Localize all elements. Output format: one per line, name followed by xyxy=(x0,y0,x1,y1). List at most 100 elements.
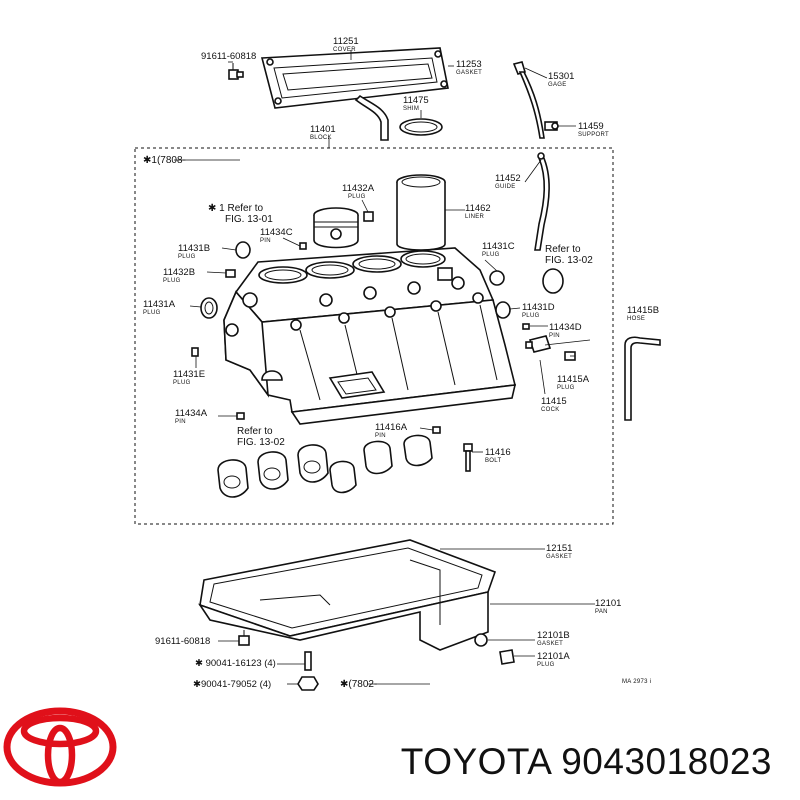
drain-plug xyxy=(499,649,515,665)
label-12101: 12101 xyxy=(595,598,621,609)
ref-note-fig-1302-bottom-line2: FIG. 13-02 xyxy=(237,437,285,448)
dipstick-guide xyxy=(534,154,550,251)
logo-vertical-ring xyxy=(44,724,76,786)
label-11431d: 11431D xyxy=(522,302,555,313)
plug-11431b xyxy=(235,241,251,259)
svg-text:HOSE: HOSE xyxy=(627,316,645,322)
svg-text:COVER: COVER xyxy=(333,47,356,53)
svg-text:GASKET: GASKET xyxy=(546,554,572,560)
svg-text:GAGE: GAGE xyxy=(548,82,567,88)
label-11431a: 11431A xyxy=(143,299,176,310)
svg-text:PLUG: PLUG xyxy=(522,313,540,319)
fig-1302-plug xyxy=(542,268,564,294)
svg-text:PLUG: PLUG xyxy=(163,278,181,284)
svg-text:PLUG: PLUG xyxy=(173,380,191,386)
svg-text:PLUG: PLUG xyxy=(348,194,366,200)
label-11462: 11462 xyxy=(465,203,491,214)
plug-11431e xyxy=(191,347,199,357)
plug-11431c xyxy=(489,270,505,286)
ref-note-fig-1301-line1: ✱ 1 Refer to xyxy=(208,203,264,214)
drain-cock xyxy=(525,335,552,353)
label-11251: 11251 xyxy=(333,36,359,47)
svg-text:PLUG: PLUG xyxy=(537,662,555,668)
label-11415: 11415 xyxy=(541,396,567,407)
piston xyxy=(313,207,359,249)
label-11432b: 11432B xyxy=(163,267,195,278)
ref-note-fig-1302-right-line1: Refer to xyxy=(545,244,581,255)
label-11432a: 11432A xyxy=(342,183,375,194)
label-90041-79052: ✱90041-79052 (4) xyxy=(193,679,271,690)
pin-11434c xyxy=(299,242,307,250)
label-11415a: 11415A xyxy=(557,374,590,385)
label-11431c: 11431C xyxy=(482,241,515,252)
box-label: ✱1(7808- xyxy=(143,155,186,166)
part-labels: 91611-60818 11251 COVER 11253 GASKET 153… xyxy=(143,36,659,690)
label-11431e: 11431E xyxy=(173,369,205,380)
svg-text:GASKET: GASKET xyxy=(456,70,482,76)
svg-text:BLOCK: BLOCK xyxy=(310,135,332,141)
label-11434c: 11434C xyxy=(260,227,293,238)
nut-90041-79052 xyxy=(297,676,319,691)
label-11416a: 11416A xyxy=(375,422,408,433)
subassembly-frame xyxy=(134,147,614,525)
pin-11434a xyxy=(236,412,245,420)
bearing-caps xyxy=(217,434,433,498)
svg-text:GASKET: GASKET xyxy=(537,641,563,647)
svg-text:PLUG: PLUG xyxy=(178,254,196,260)
plug-11431d xyxy=(495,301,511,319)
leader-lines xyxy=(189,50,595,685)
pan-gasket-washer xyxy=(474,633,488,647)
plug-11432a xyxy=(363,211,374,222)
label-11475: 11475 xyxy=(403,95,429,106)
plug-11432b xyxy=(225,269,236,278)
ref-note-fig-1301-line2: FIG. 13-01 xyxy=(225,214,273,225)
label-11459: 11459 xyxy=(578,121,604,132)
bottom-range-label: ✱(7802- xyxy=(340,679,377,690)
svg-text:PIN: PIN xyxy=(549,333,560,339)
svg-text:PLUG: PLUG xyxy=(143,310,161,316)
label-90041-16123: ✱ 90041-16123 (4) xyxy=(195,658,276,669)
shim-ring xyxy=(399,118,443,136)
bolt-11416 xyxy=(463,443,473,472)
label-11415b: 11415B xyxy=(627,305,659,316)
stud-90041-16123 xyxy=(304,651,312,671)
label-11401: 11401 xyxy=(310,124,336,135)
svg-text:PAN: PAN xyxy=(595,609,608,615)
svg-text:PIN: PIN xyxy=(175,419,186,425)
label-11434a: 11434A xyxy=(175,408,208,419)
svg-text:PIN: PIN xyxy=(260,238,271,244)
label-15301: 15301 xyxy=(548,71,574,82)
hose-11415b xyxy=(624,336,661,421)
pin-11416a xyxy=(432,426,441,434)
label-11416: 11416 xyxy=(485,447,511,458)
svg-text:GUIDE: GUIDE xyxy=(495,184,516,190)
toyota-logo xyxy=(3,707,117,787)
label-91611-60818-top: 91611-60818 xyxy=(201,51,256,62)
label-91611-60818-bottom: 91611-60818 xyxy=(155,636,210,647)
svg-text:COCK: COCK xyxy=(541,407,560,413)
label-12151: 12151 xyxy=(546,543,572,554)
label-12101a: 12101A xyxy=(537,651,570,662)
brand-caption: TOYOTA 9043018023 xyxy=(400,741,772,782)
cover-bolt xyxy=(228,63,244,80)
label-11253: 11253 xyxy=(456,59,482,70)
label-11431b: 11431B xyxy=(178,243,210,254)
label-12101b: 12101B xyxy=(537,630,570,641)
ref-note-fig-1302-bottom-line1: Refer to xyxy=(237,426,273,437)
pin-11434d xyxy=(522,323,530,330)
svg-text:PIN: PIN xyxy=(375,433,386,439)
logo-horizontal-ring xyxy=(20,714,100,748)
head-cover xyxy=(260,47,449,109)
svg-text:BOLT: BOLT xyxy=(485,458,501,464)
oil-pan xyxy=(198,539,497,651)
svg-text:SHIM: SHIM xyxy=(403,106,419,112)
label-11434d: 11434D xyxy=(549,322,582,333)
svg-text:SUPPORT: SUPPORT xyxy=(578,132,609,138)
pan-bolt xyxy=(238,630,250,646)
svg-text:PLUG: PLUG xyxy=(482,252,500,258)
ref-note-fig-1302-right-line2: FIG. 13-02 xyxy=(545,255,593,266)
cylinder-liner xyxy=(396,174,446,251)
drawing-code: MA 2973 i xyxy=(622,679,651,685)
svg-text:LINER: LINER xyxy=(465,214,485,220)
